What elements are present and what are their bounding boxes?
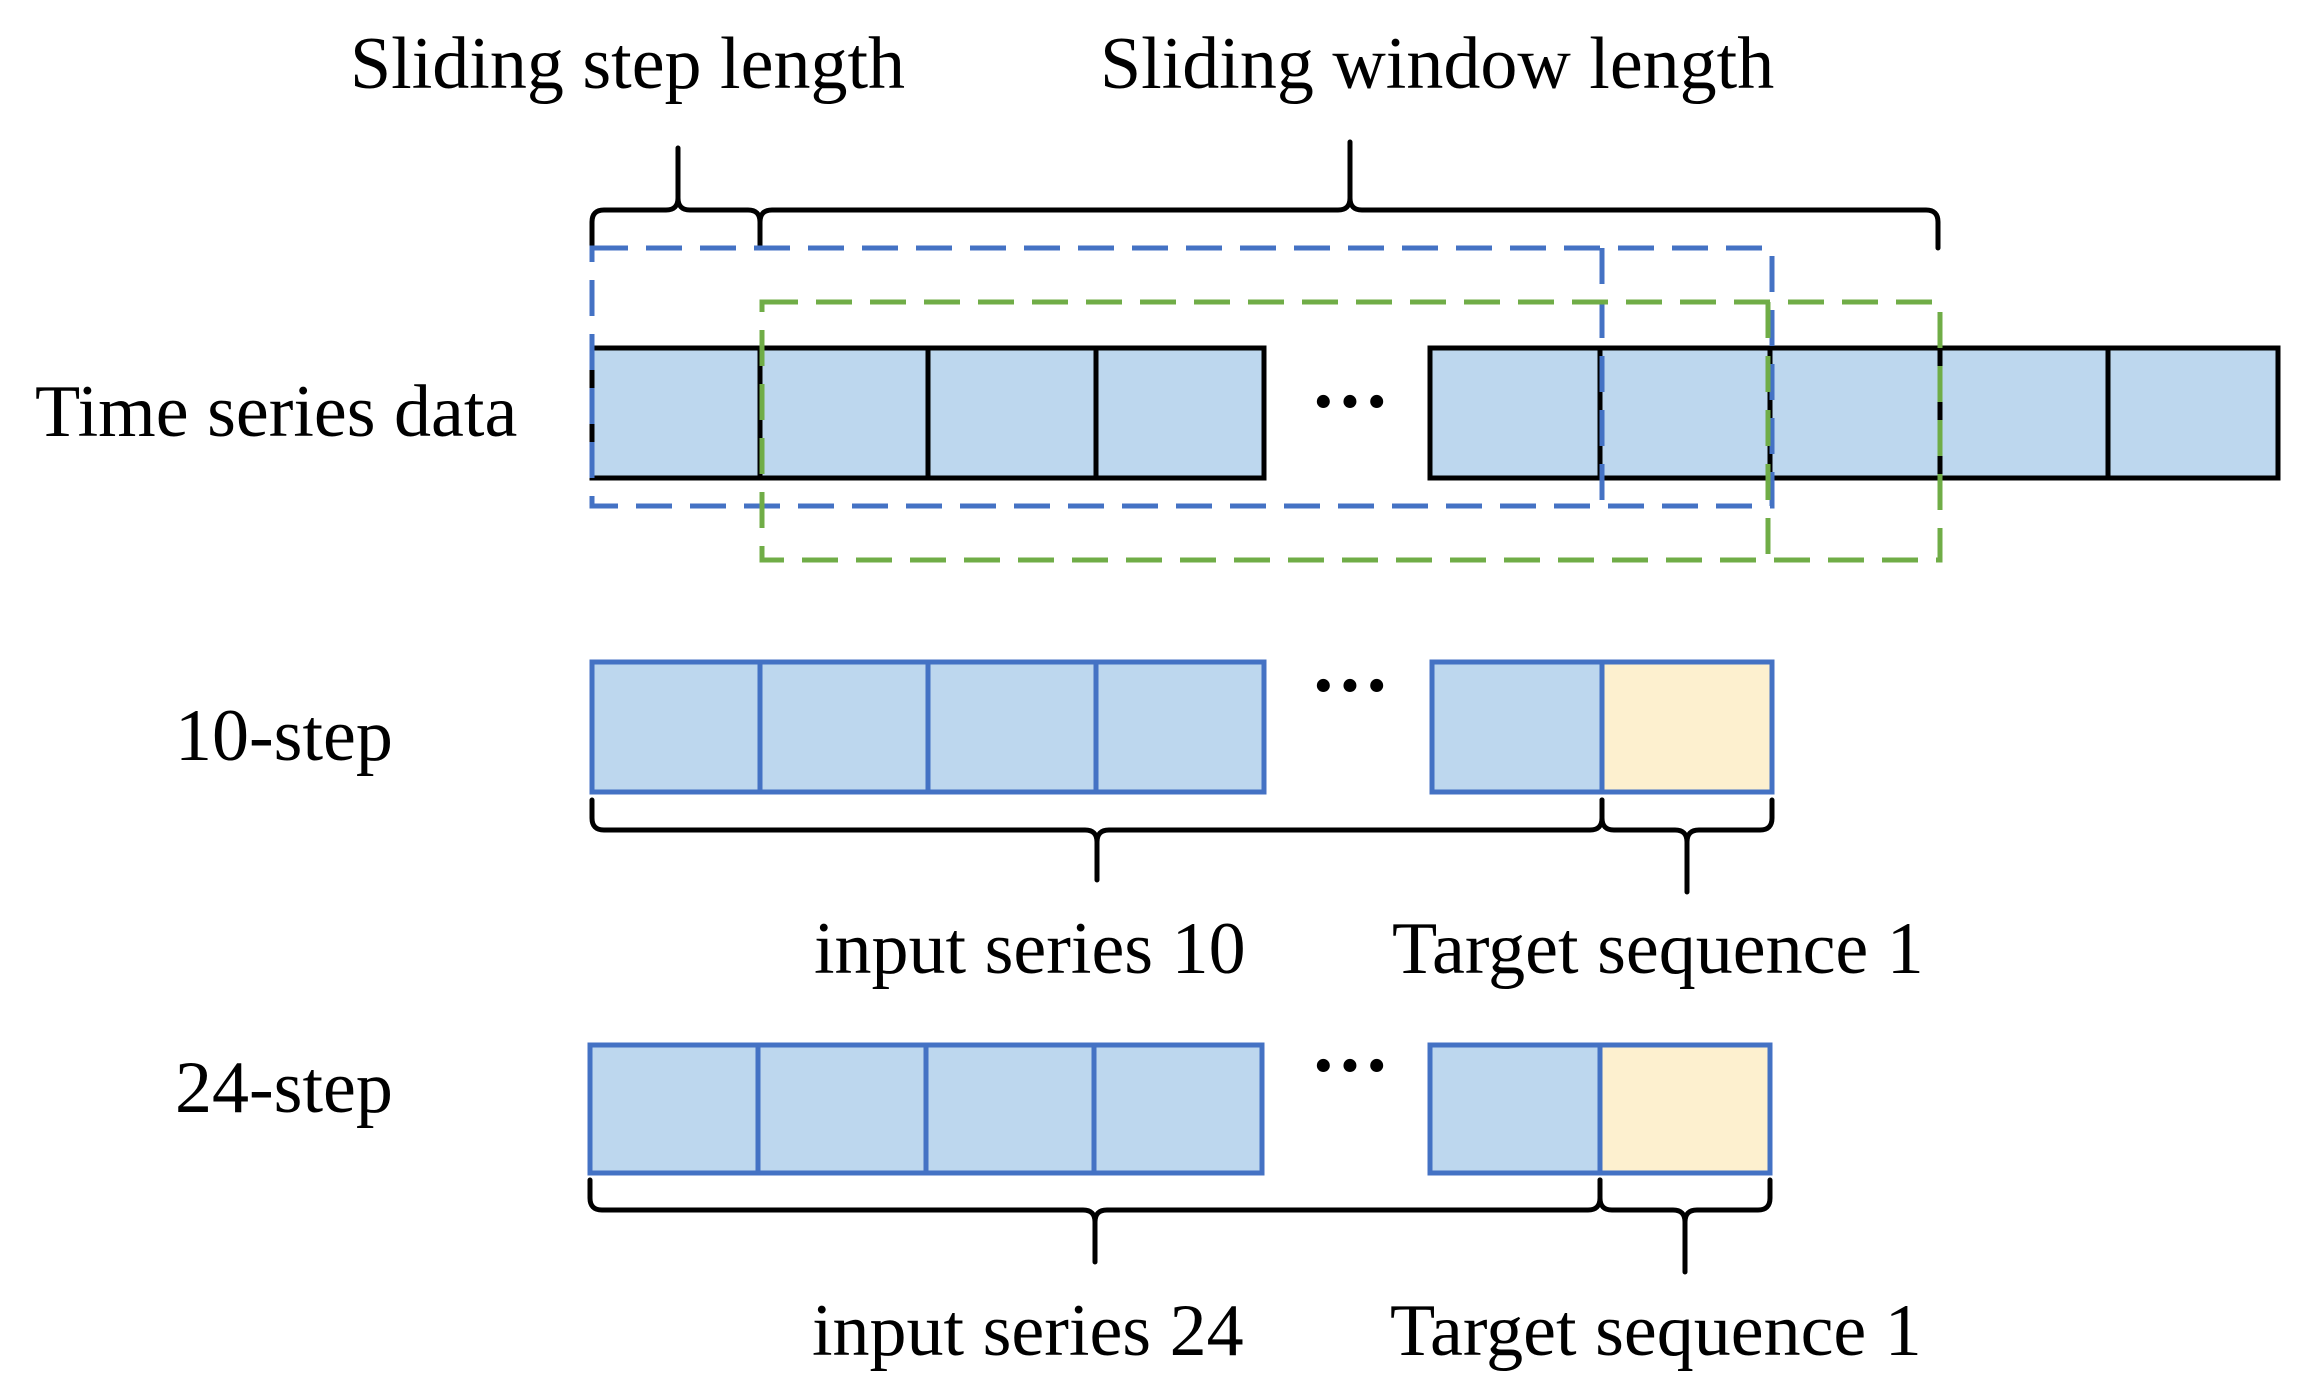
sliding-step-length-label: Sliding step length	[350, 23, 905, 105]
input-cell	[589, 659, 763, 795]
time-series-cells	[589, 345, 2281, 481]
sliding-window-brace	[757, 139, 1941, 251]
input-cell	[923, 1042, 1097, 1176]
target-sequence-1-brace-24	[1597, 1177, 1773, 1275]
target-sequence-1-brace-10	[1599, 797, 1775, 895]
series-cell	[757, 345, 931, 481]
sliding-window-2	[759, 299, 1943, 563]
twenty-four-step-label: 24-step	[175, 1047, 393, 1129]
input-cell	[587, 1042, 761, 1176]
target-sequence-1-label-10: Target sequence 1	[1392, 908, 1924, 990]
ten-step-ellipsis: ···	[1310, 642, 1390, 730]
input-cell	[757, 659, 931, 795]
input-series-24-brace	[587, 1177, 1603, 1265]
series-cell	[1597, 345, 1773, 481]
series-cell	[1093, 345, 1267, 481]
input-series-24-label: input series 24	[812, 1290, 1244, 1372]
target-sequence-1-label-24: Target sequence 1	[1390, 1290, 1922, 1372]
ten-step-cells	[589, 659, 1775, 795]
target-cell	[1599, 659, 1775, 795]
time-series-data-label: Time series data	[35, 371, 517, 453]
input-cell	[1091, 1042, 1265, 1176]
input-cell	[925, 659, 1099, 795]
input-cell	[755, 1042, 929, 1176]
sliding-window-1	[589, 245, 1775, 509]
series-ellipsis: ···	[1310, 358, 1390, 446]
input-cell	[1429, 659, 1605, 795]
sliding-step-brace	[589, 145, 763, 251]
ten-step-label: 10-step	[175, 695, 393, 777]
series-cell	[925, 345, 1099, 481]
input-cell	[1093, 659, 1267, 795]
input-cell	[1427, 1042, 1603, 1176]
input-series-10-brace	[589, 797, 1605, 883]
series-cell	[1767, 345, 1943, 481]
sliding-window-length-label: Sliding window length	[1100, 23, 1774, 105]
target-cell	[1597, 1042, 1773, 1176]
series-cell	[2105, 345, 2281, 481]
series-cell	[1427, 345, 1603, 481]
input-series-10-label: input series 10	[814, 908, 1246, 990]
twenty-four-step-ellipsis: ···	[1310, 1022, 1390, 1110]
series-cell	[589, 345, 763, 481]
series-cell	[1937, 345, 2111, 481]
twenty-four-step-cells	[587, 1042, 1773, 1176]
